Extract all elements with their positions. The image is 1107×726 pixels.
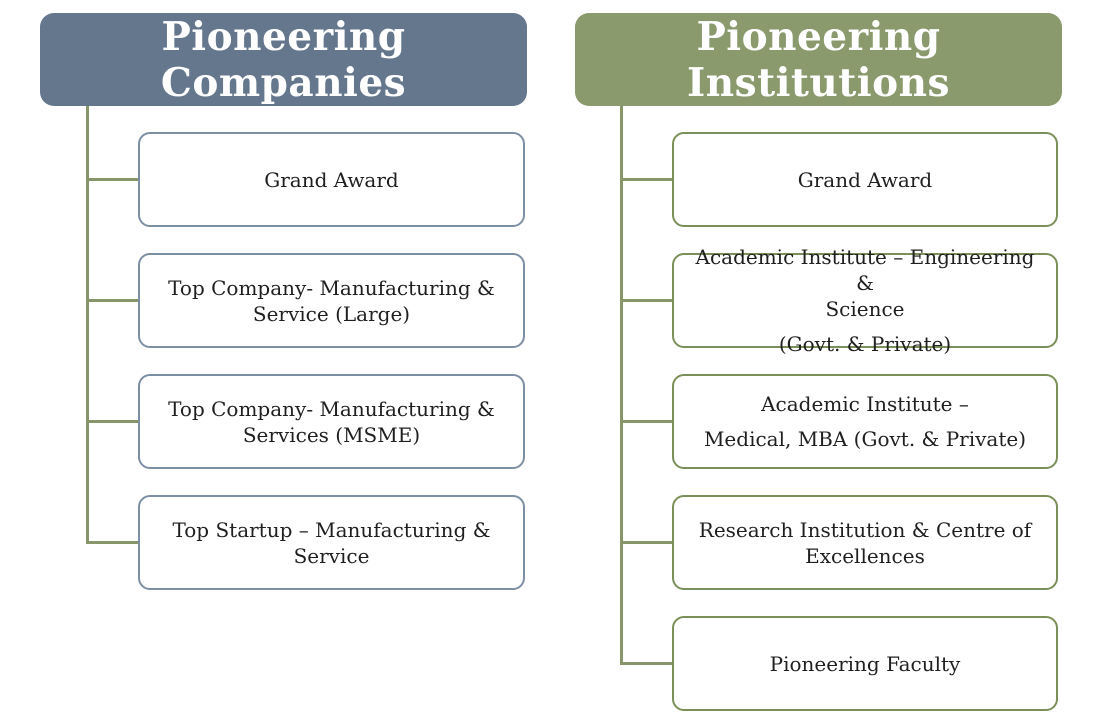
connector-branch xyxy=(86,299,138,302)
connector-branch xyxy=(86,420,138,423)
companies-header-label: Pioneering Companies xyxy=(160,13,407,106)
node-label: Top Startup – Manufacturing & Service xyxy=(172,517,491,568)
node-top-company-large: Top Company- Manufacturing & Service (La… xyxy=(138,253,525,348)
node-label: Grand Award xyxy=(797,167,933,192)
companies-connector-trunk xyxy=(86,106,89,543)
node-top-company-msme: Top Company- Manufacturing & Services (M… xyxy=(138,374,525,469)
node-label: Pioneering Faculty xyxy=(769,651,961,676)
connector-branch xyxy=(86,541,138,544)
node-grand-award-institutions: Grand Award xyxy=(672,132,1058,227)
node-academic-engineering-science: Academic Institute – Engineering & Scien… xyxy=(672,245,1058,356)
node-research-institution: Research Institution & Centre of Excelle… xyxy=(672,495,1058,590)
node-label: Top Company- Manufacturing & Services (M… xyxy=(168,396,495,447)
connector-branch xyxy=(620,178,672,181)
node-grand-award-companies: Grand Award xyxy=(138,132,525,227)
node-label: Grand Award xyxy=(264,167,399,192)
connector-branch xyxy=(86,178,138,181)
connector-branch xyxy=(620,662,672,665)
node-academic-medical-mba: Academic Institute – Medical, MBA (Govt.… xyxy=(672,374,1058,469)
connector-branch xyxy=(620,420,672,423)
institutions-header: Pioneering Institutions xyxy=(575,13,1062,106)
node-sublabel: Medical, MBA (Govt. & Private) xyxy=(703,427,1027,451)
node-label: Academic Institute – xyxy=(761,392,969,416)
node-label: Top Company- Manufacturing & Service (La… xyxy=(168,275,495,326)
institutions-connector-trunk xyxy=(620,106,623,664)
node-pioneering-faculty: Pioneering Faculty xyxy=(672,616,1058,711)
node-sublabel: (Govt. & Private) xyxy=(778,332,952,356)
institutions-header-label: Pioneering Institutions xyxy=(687,13,950,106)
node-label: Research Institution & Centre of Excelle… xyxy=(698,517,1032,568)
node-top-startup: Top Startup – Manufacturing & Service xyxy=(138,495,525,590)
node-label: Academic Institute – Engineering & Scien… xyxy=(695,245,1035,321)
companies-header: Pioneering Companies xyxy=(40,13,527,106)
connector-branch xyxy=(620,299,672,302)
connector-branch xyxy=(620,541,672,544)
